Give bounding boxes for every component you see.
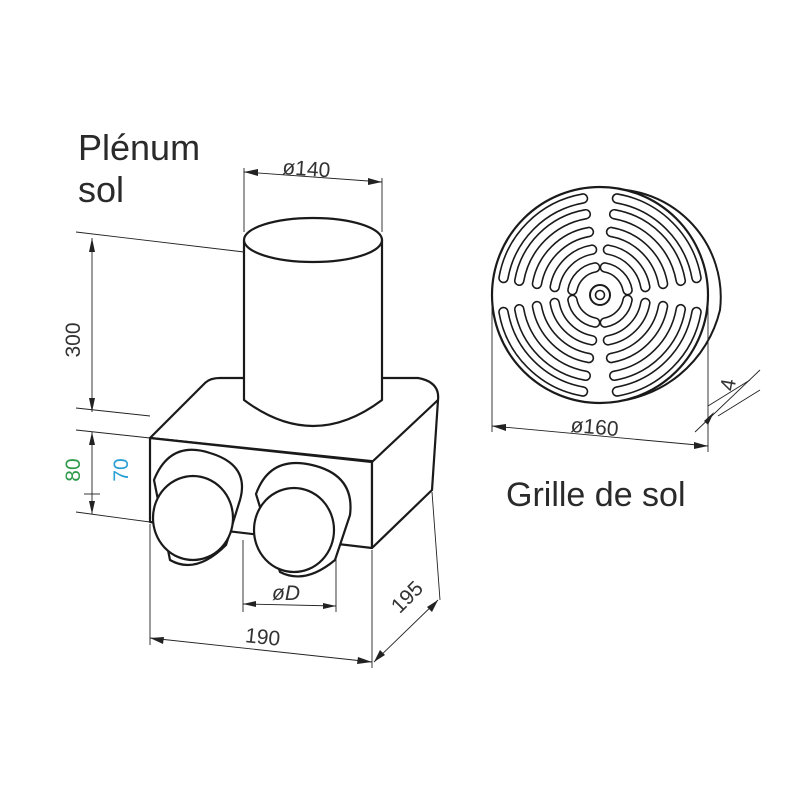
grille-thickness-label: 4 bbox=[716, 377, 741, 393]
grille-diameter-label: ø160 bbox=[570, 414, 620, 441]
grille-slot bbox=[549, 297, 598, 346]
box-height-label-70: 70 bbox=[110, 458, 133, 481]
dim-outlet-diameter bbox=[242, 540, 337, 612]
height-label: 300 bbox=[62, 322, 85, 357]
grille-slot bbox=[602, 297, 651, 346]
depth-label: 195 bbox=[387, 577, 428, 618]
dim-grille-diameter bbox=[491, 300, 709, 452]
grille-drawing: ø160 4 Grille de sol bbox=[490, 185, 761, 514]
box-height-label-80: 80 bbox=[62, 458, 85, 481]
outlet-left bbox=[151, 448, 244, 567]
grille-slot bbox=[602, 244, 651, 293]
pipe-diameter-label: ø140 bbox=[282, 156, 331, 182]
dim-pipe-diameter bbox=[243, 168, 383, 232]
grille-slot bbox=[611, 193, 702, 284]
dim-height bbox=[75, 231, 245, 417]
grille-slot bbox=[609, 209, 686, 286]
dim-depth bbox=[373, 491, 441, 663]
grille-slot bbox=[605, 300, 669, 364]
outlet-diameter-label: øD bbox=[272, 582, 300, 605]
grille-slot bbox=[531, 226, 595, 290]
dim-grille-thickness bbox=[694, 369, 761, 433]
grille-slot bbox=[609, 304, 686, 381]
grille-slot bbox=[611, 306, 702, 397]
grille-slot bbox=[498, 306, 589, 397]
dim-box-height bbox=[75, 429, 151, 523]
grille-slot bbox=[498, 193, 589, 284]
grille-slot bbox=[599, 294, 633, 328]
grille-slot bbox=[514, 304, 591, 381]
grille-slot bbox=[531, 300, 595, 364]
width-label: 190 bbox=[244, 624, 281, 651]
grille-center-dot bbox=[594, 289, 606, 301]
pipe-top bbox=[242, 216, 384, 264]
grille-slot bbox=[605, 226, 669, 290]
grille-slot bbox=[567, 294, 601, 328]
grille-slot bbox=[514, 209, 591, 286]
outlet-right bbox=[252, 461, 352, 578]
plenum-title-line1: Plénum bbox=[78, 127, 200, 168]
dim-width bbox=[149, 524, 373, 668]
grille-title: Grille de sol bbox=[506, 476, 686, 514]
vertical-pipe bbox=[242, 238, 384, 427]
grille-slot bbox=[567, 262, 601, 296]
grille-slot bbox=[599, 262, 633, 296]
grille-slot bbox=[549, 244, 598, 293]
grille-slots bbox=[498, 193, 702, 397]
plenum-drawing: Plénum sol ø140 300 80 70 øD 190 195 bbox=[62, 127, 441, 668]
box-side-face bbox=[370, 398, 440, 550]
plenum-title-line2: sol bbox=[78, 169, 124, 210]
